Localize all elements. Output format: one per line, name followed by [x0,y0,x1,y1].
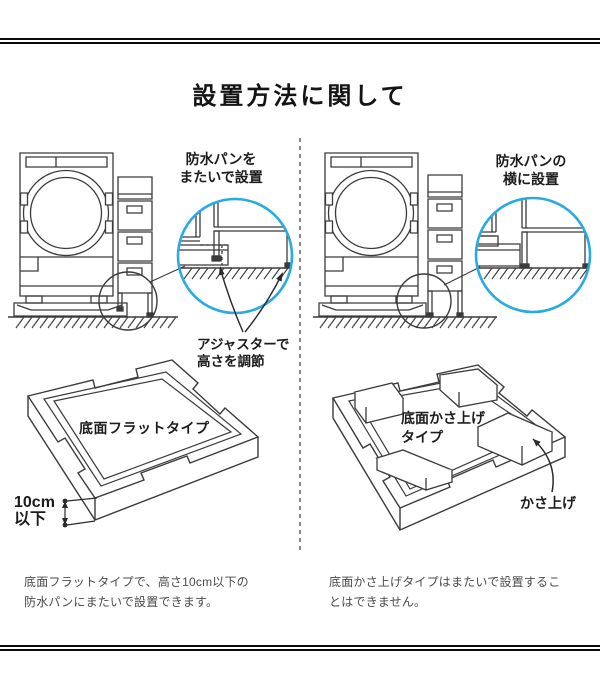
detail-source-circle [99,272,157,330]
storage-rack-drawing [117,176,153,317]
page-title: 設置方法に関して [192,83,408,110]
floor-hatching-right [313,317,497,328]
right-install-scene [313,152,594,530]
flat-pan-type-label: 底面フラットタイプ [79,420,210,436]
magnifier-connector-line-right [444,267,480,285]
waterproof-pan-side-drawing [14,303,127,316]
right-description-text: 底面かさ上げタイプはまたいで設置することはできません。 [329,575,561,609]
height-annotation [62,498,97,528]
left-install-label: 防水パンを またいで設置 [179,151,263,185]
bottom-double-rule [0,645,600,651]
raised-pan-type-label: 底面かさ上げ タイプ [401,410,485,445]
washer-drawing-right [324,152,419,304]
magnifier-circle [178,199,292,313]
left-install-scene [8,152,295,528]
adjuster-arrows [218,266,283,332]
floor-hatching [8,317,178,328]
waterproof-pan-side-drawing-right [319,303,426,316]
washer-drawing [19,152,114,304]
adjuster-label: アジャスターで 高さを調節 [197,337,290,369]
top-double-rule [0,38,600,44]
magnified-detail-left [174,198,291,279]
flat-pan-drawing [28,360,258,520]
magnified-detail-right [474,196,589,279]
riser-arrow [533,439,553,492]
right-install-label: 防水パンの 横に設置 [495,153,567,187]
raised-pan-drawing [333,365,565,530]
height-label: 10cm 以下 [14,494,55,528]
left-description-text: 底面フラットタイプで、高さ10cm以下の防水パンにまたいで設置できます。 [24,575,249,609]
magnifier-circle-right [476,198,590,312]
detail-source-circle-right [397,274,451,328]
storage-rack-drawing-right [427,174,463,317]
riser-label: かさ上げ [520,495,576,511]
riser-blocks [355,369,552,490]
